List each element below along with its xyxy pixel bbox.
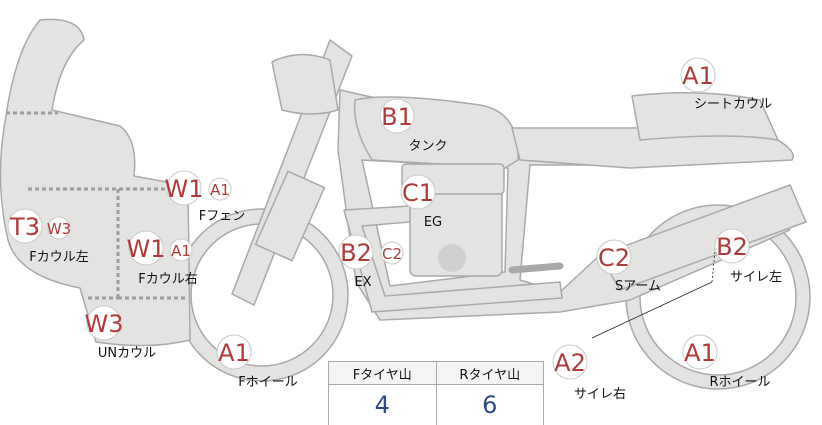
- exhaust-shape: [343, 205, 563, 313]
- rear-tire-header: Rタイヤ山: [435, 361, 544, 385]
- muffler-shape: [599, 184, 807, 291]
- swingarm-name: Sアーム: [615, 279, 661, 294]
- muffler-left-name: サイレ左: [730, 270, 782, 285]
- cowl-left-grade: T3: [9, 213, 40, 241]
- grade-badges: B1 A1 C1 B2 C2 C2 B2 A2 A1 A1 W1 A1: [7, 57, 750, 380]
- under-cowl-grade: W3: [85, 310, 124, 338]
- seat-cowl-name: シートカウル: [694, 97, 772, 112]
- cowl-left-name: Fカウル左: [29, 250, 88, 265]
- tire-tread-table: Fタイヤ山 Rタイヤ山 4 6: [328, 361, 544, 425]
- tank-grade: B1: [381, 103, 413, 131]
- seat-cowl-grade: A1: [682, 62, 714, 90]
- tank-shape: [353, 96, 519, 169]
- front-fender-grade-2: A1: [210, 181, 230, 199]
- exhaust-name: EX: [354, 275, 371, 290]
- headlight-shape: [271, 53, 339, 115]
- muffler-left-grade: B2: [716, 233, 748, 261]
- rear-tire-value: 6: [435, 384, 544, 425]
- part-names: タンク シートカウル EG EX Sアーム サイレ左 サイレ右 Rホイール Fホ…: [29, 97, 782, 402]
- exhaust-grade: B2: [340, 239, 372, 267]
- muffler-right-name: サイレ右: [574, 387, 626, 402]
- front-tire-header: Fタイヤ山: [328, 361, 437, 385]
- front-fender-name: Fフェン: [199, 209, 245, 224]
- front-tire-value: 4: [328, 384, 437, 425]
- fork-tube-shape: [254, 170, 326, 262]
- cowl-left-grade-2: W3: [47, 220, 71, 238]
- exhaust-grade-2: C2: [382, 245, 402, 263]
- muffler-right-leader: [711, 239, 717, 283]
- cowl-right-grade: W1: [127, 235, 166, 263]
- rear-wheel-grade: A1: [684, 339, 716, 367]
- front-wheel-name: Fホイール: [238, 375, 297, 390]
- rear-wheel-name: Rホイール: [709, 375, 770, 390]
- cowl-right-grade-2: A1: [171, 242, 191, 260]
- under-cowl-name: UNカウル: [98, 346, 156, 361]
- engine-name: EG: [424, 215, 442, 230]
- seat-cowl-shape: [631, 92, 779, 141]
- front-fender-grade: W1: [165, 175, 204, 203]
- engine-grade: C1: [402, 179, 434, 207]
- tank-name: タンク: [408, 139, 447, 154]
- front-wheel-grade: A1: [218, 339, 250, 367]
- muffler-right-grade: A2: [554, 349, 586, 377]
- swingarm-grade: C2: [598, 244, 630, 272]
- cowl-right-name: Fカウル右: [138, 272, 197, 287]
